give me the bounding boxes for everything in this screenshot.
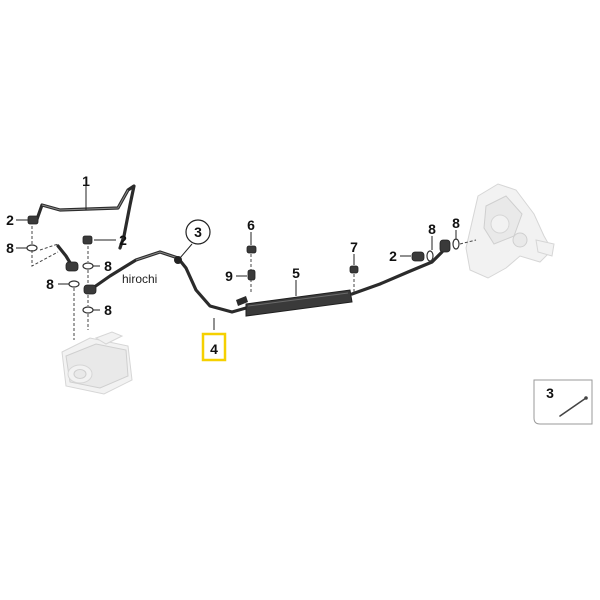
- abs-unit-ghost: [61, 331, 133, 395]
- fasteners-middle: [236, 245, 359, 306]
- callout-circle-3: [185, 219, 211, 245]
- part-label-8-b: 8: [104, 258, 112, 274]
- part-label-8-c: 8: [46, 276, 54, 292]
- part-label-8-e: 8: [428, 221, 436, 237]
- watermark-text: hirochi: [122, 272, 157, 286]
- part-label-2-right: 2: [389, 248, 397, 264]
- rear-caliper-ghost: [465, 183, 555, 279]
- part-label-6: 6: [247, 217, 255, 233]
- part-label-1: 1: [82, 173, 90, 189]
- part-label-8-a: 8: [6, 240, 14, 256]
- part-label-2-mid: 2: [119, 232, 127, 248]
- part-label-9: 9: [225, 268, 233, 284]
- part-label-3: 3: [194, 224, 202, 240]
- part-label-5: 5: [292, 265, 300, 281]
- part-label-8-f: 8: [452, 215, 460, 231]
- part-label-2-left: 2: [6, 212, 14, 228]
- part-label-8-d: 8: [104, 302, 112, 318]
- protective-sleeve-5: [245, 289, 353, 317]
- brake-pipe-1: [34, 184, 136, 250]
- fasteners-left: [26, 215, 97, 340]
- part-label-4: 4: [210, 341, 218, 357]
- leader-lines: [16, 186, 457, 330]
- inset-part-3: 3: [533, 379, 593, 425]
- inset-label-3: 3: [546, 385, 554, 401]
- highlight-box-4: [201, 332, 227, 362]
- part-label-7: 7: [350, 239, 358, 255]
